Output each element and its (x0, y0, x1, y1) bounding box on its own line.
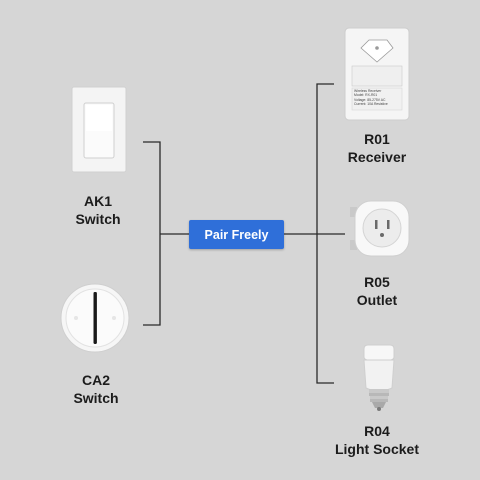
device-model: AK1 (83, 193, 112, 209)
device-model: CA2 (81, 372, 110, 388)
device-model: R05 (364, 274, 390, 290)
device-type: Outlet (356, 292, 398, 308)
ak1-label: AK1 Switch (38, 192, 158, 228)
device-model: R04 (364, 423, 390, 439)
ca2-remote-image (60, 283, 130, 353)
panel-line: Wireless Receiver (354, 89, 382, 93)
r01-receiver-image (344, 27, 410, 121)
r01-label: R01 Receiver (317, 130, 437, 166)
ak1-switch-image (71, 86, 127, 173)
panel-line: Model: RX-R01 (354, 93, 378, 98)
device-type: Switch (75, 211, 121, 227)
device-type: Switch (73, 390, 119, 406)
ca2-label: CA2 Switch (36, 371, 156, 407)
r05-outlet-image (350, 200, 410, 257)
device-type: Receiver (347, 149, 407, 165)
r04-socket-image (363, 344, 395, 411)
panel-line: Voltage: 85-275V AC (354, 97, 386, 102)
device-type: Light Socket (334, 441, 419, 457)
r05-label: R05 Outlet (317, 273, 437, 309)
device-model: R01 (364, 131, 390, 147)
pair-freely-button[interactable]: Pair Freely (189, 220, 284, 249)
panel-line: Current: 10A Resistive (354, 101, 388, 106)
left-bracket (143, 141, 161, 326)
r04-label: R04 Light Socket (317, 422, 437, 458)
r01-panel-text: Wireless Receiver Model: RX-R01 Voltage:… (354, 89, 402, 106)
